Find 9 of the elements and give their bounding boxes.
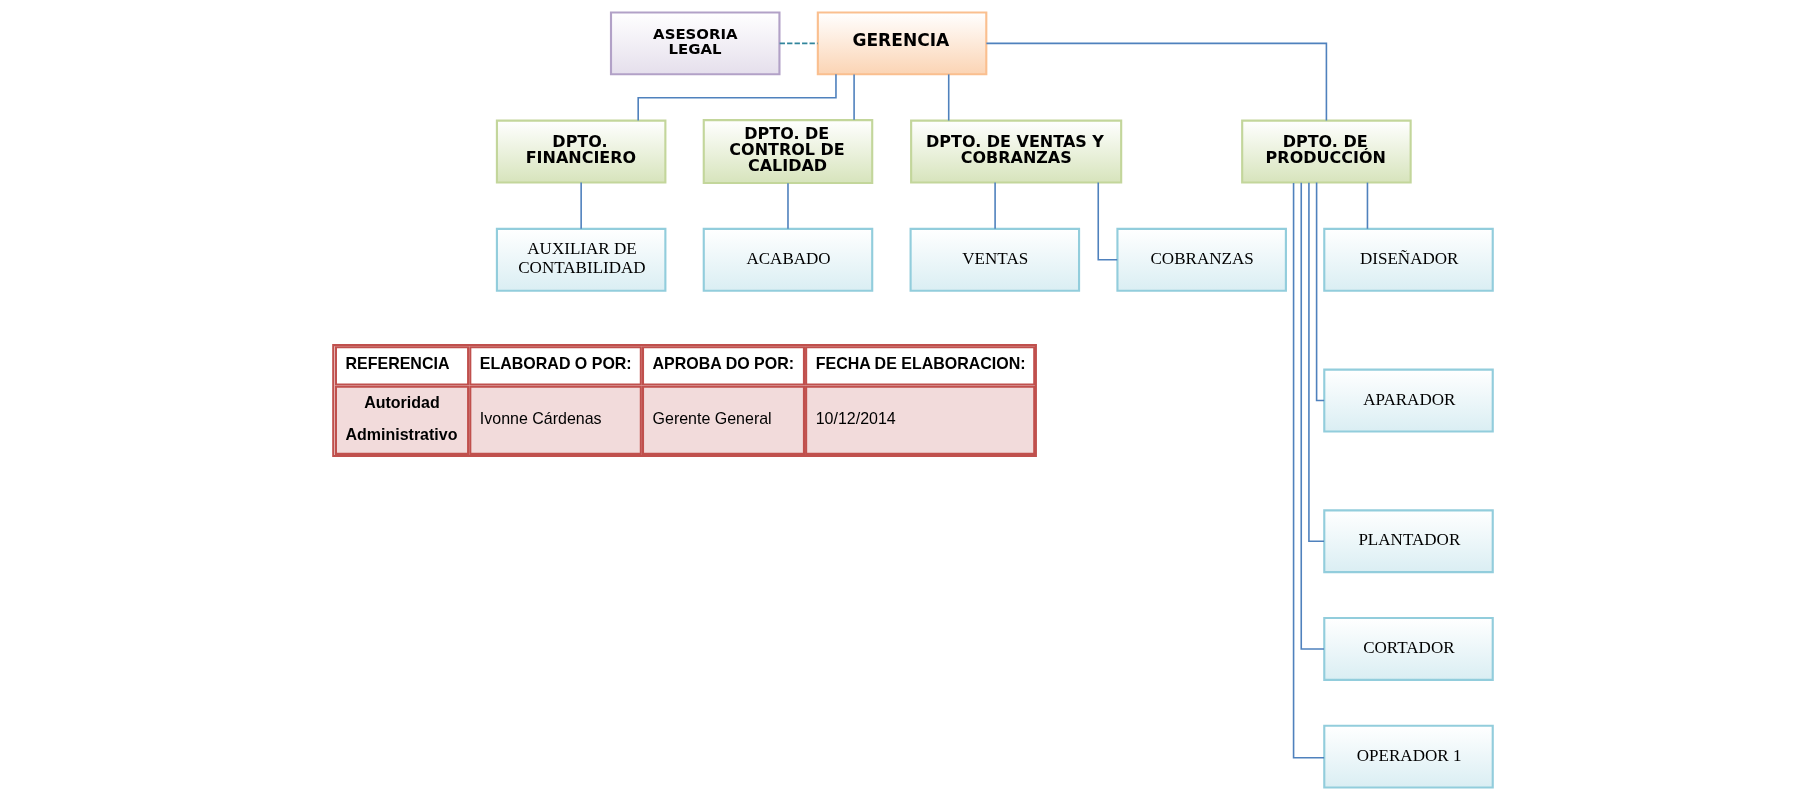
label: APROBA DO POR:	[652, 354, 795, 372]
label: ELABORAD O POR:	[479, 354, 632, 372]
label: Administrativo	[345, 425, 458, 443]
label: FECHA DE ELABORACION:	[815, 354, 1026, 372]
label: 10/12/2014	[815, 409, 896, 427]
label: Gerente General	[652, 409, 772, 427]
label: Autoridad	[364, 394, 440, 411]
label: REFERENCIA	[345, 354, 450, 372]
label: Ivonne Cárdenas	[479, 409, 602, 427]
